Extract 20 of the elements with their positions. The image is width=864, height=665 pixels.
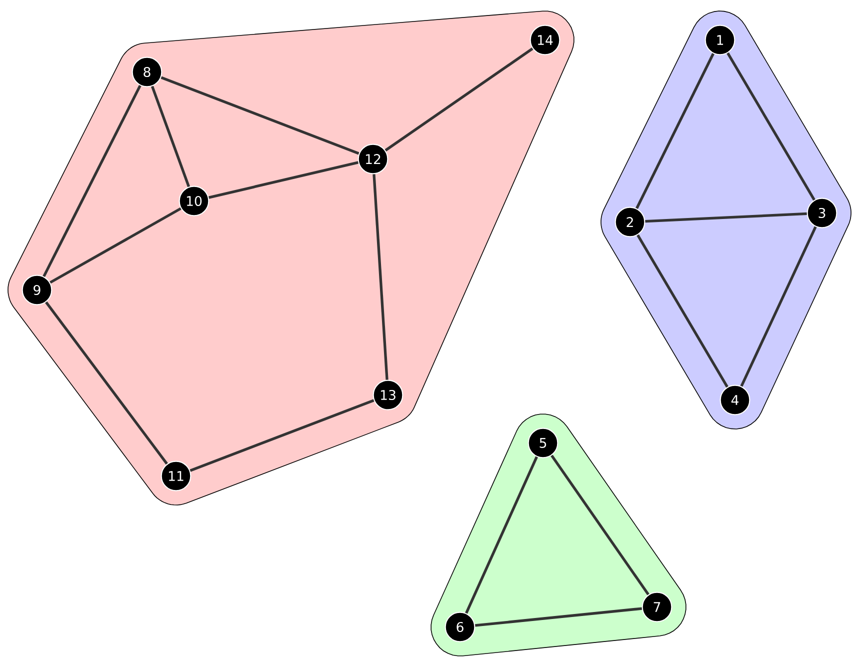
group-hull: [600, 10, 852, 430]
edge-line: [150, 86, 190, 188]
edge-line: [160, 76, 360, 155]
edge-line: [45, 301, 168, 465]
edge-line: [465, 456, 538, 614]
edge-line: [372, 174, 388, 380]
edge-line: [740, 226, 817, 387]
edge-line: [208, 161, 359, 199]
group-hull: [8, 10, 574, 506]
edge-line: [726, 52, 816, 201]
edge-line: [190, 399, 374, 472]
edge-line: [42, 84, 142, 278]
edge-line: [475, 607, 642, 627]
edge-line: [636, 53, 714, 209]
edge-line: [50, 207, 182, 284]
edge-line: [636, 234, 728, 388]
edge-line: [384, 48, 534, 152]
group-hull: [430, 414, 686, 656]
edge-line: [550, 454, 650, 596]
edge-line: [645, 212, 807, 223]
